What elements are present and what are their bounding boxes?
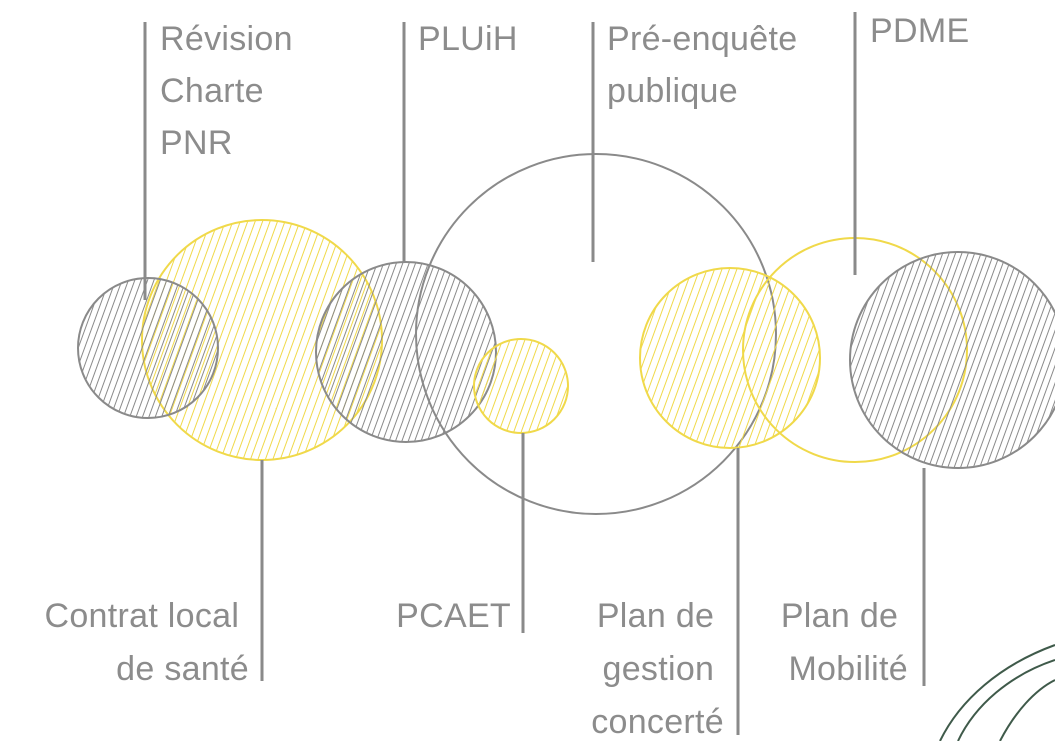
label-contrat-local-sante: Contrat local de santé	[44, 597, 249, 688]
label-plan-mobilite: Plan de Mobilité	[781, 597, 908, 688]
label-pdme: PDME	[870, 12, 969, 50]
circle-plan-gestion-concerte	[639, 267, 821, 449]
label-pre-enquete-publique: Pré-enquête publique	[607, 20, 807, 110]
circle-revision-charte-pnr	[77, 277, 219, 419]
circles	[77, 153, 1055, 515]
labels: Révision Charte PNR PLUiH Pré-enquête pu…	[44, 12, 969, 741]
circle-pcaet	[473, 338, 569, 434]
label-plan-gestion-concerte: Plan de gestion concerté	[591, 597, 724, 741]
circle-plan-mobilite	[849, 251, 1055, 469]
label-pluih: PLUiH	[418, 20, 518, 58]
label-revision-charte-pnr: Révision Charte PNR	[160, 20, 303, 162]
leader-lines	[143, 12, 926, 735]
label-pcaet: PCAET	[396, 597, 511, 635]
leaf-decoration	[939, 644, 1055, 741]
circle-pluih	[315, 261, 497, 443]
